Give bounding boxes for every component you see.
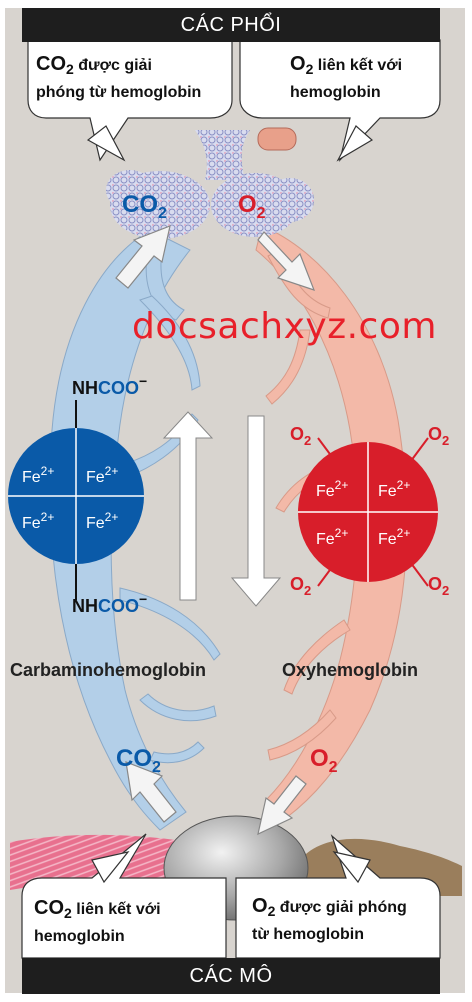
svg-text:Fe2+: Fe2+ xyxy=(22,464,54,486)
o2-tissue-arrow xyxy=(257,775,307,836)
tissues-banner: CÁC MÔ xyxy=(22,958,440,994)
svg-text:O2: O2 xyxy=(428,424,449,448)
carbaminohemoglobin xyxy=(8,400,144,600)
lung-co2-label: CO2 xyxy=(122,191,167,222)
svg-text:Fe2+: Fe2+ xyxy=(378,526,410,548)
deoxygenated-vessel xyxy=(49,229,221,831)
oxyhemoglobin-label: Oxyhemoglobin xyxy=(282,660,418,680)
svg-text:O2: O2 xyxy=(290,424,311,448)
tissue-o2-label: O2 xyxy=(310,745,338,776)
carbamino-fe-labels: Fe2+ Fe2+ Fe2+ Fe2+ xyxy=(22,464,118,532)
svg-text:O2: O2 xyxy=(428,574,449,598)
top-left-bubble xyxy=(27,39,233,162)
co2-release-arrow xyxy=(115,225,171,289)
tissue-co2-label: CO2 xyxy=(116,745,161,776)
oxy-fe-labels: Fe2+ Fe2+ Fe2+ Fe2+ xyxy=(316,478,410,548)
watermark: docsachxyz.com xyxy=(132,306,437,347)
carbamino-group-bottom: NHCOO− xyxy=(72,591,147,616)
lungs-banner: CÁC PHỔI xyxy=(22,8,440,42)
carbaminohemoglobin-label: Carbaminohemoglobin xyxy=(10,660,206,680)
bottom-left-bubble xyxy=(21,833,227,959)
lung-o2-label: O2 xyxy=(238,191,266,222)
svg-text:Fe2+: Fe2+ xyxy=(316,526,348,548)
bottom-left-note: CO2 liên kết với hemoglobin xyxy=(34,897,161,946)
co2-tissue-arrow xyxy=(125,761,177,823)
svg-text:Fe2+: Fe2+ xyxy=(86,510,118,532)
top-right-note: O2 liên kết với hemoglobin xyxy=(290,53,403,102)
oxyhemoglobin xyxy=(298,437,438,587)
lung-alveoli xyxy=(106,127,314,239)
svg-text:Fe2+: Fe2+ xyxy=(378,478,410,500)
up-arrow xyxy=(162,411,214,601)
oxy-o2-ligands: O2 O2 O2 O2 xyxy=(290,424,449,598)
svg-text:Fe2+: Fe2+ xyxy=(22,510,54,532)
down-arrow xyxy=(230,415,282,607)
svg-text:O2: O2 xyxy=(290,574,311,598)
bottom-right-bubble xyxy=(235,834,441,959)
o2-uptake-arrow xyxy=(257,231,316,291)
carbamino-group-top: NHCOO− xyxy=(72,373,147,398)
svg-text:Fe2+: Fe2+ xyxy=(86,464,118,486)
bottom-right-note: O2 được giải phóng từ hemoglobin xyxy=(252,895,407,944)
bubble-arrows xyxy=(86,125,374,884)
top-left-note: CO2 được giải phóng từ hemoglobin xyxy=(36,53,202,102)
flow-arrows xyxy=(115,225,316,836)
svg-text:Fe2+: Fe2+ xyxy=(316,478,348,500)
